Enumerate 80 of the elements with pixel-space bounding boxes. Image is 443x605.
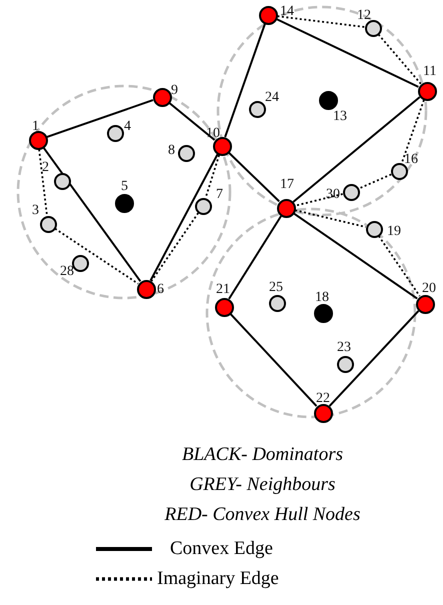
node-number: 19 (387, 225, 401, 239)
node-number: 14 (280, 5, 294, 19)
node-number: 21 (216, 283, 230, 297)
node-number: 5 (121, 180, 128, 194)
line (228, 152, 280, 202)
neighbour-node (72, 254, 88, 272)
line (168, 102, 216, 141)
dotted-line (38, 149, 48, 216)
line (150, 154, 218, 282)
dotted-line (54, 228, 139, 284)
neighbour-node (54, 172, 70, 190)
legend-note: GREY- Neighbours (190, 474, 336, 496)
node-number: 13 (333, 110, 347, 124)
neighbour-node (40, 216, 56, 232)
neighbour-node (268, 294, 286, 312)
node-number: 28 (60, 265, 74, 279)
neighbour-node (194, 198, 212, 214)
node-number: 2 (42, 161, 49, 175)
node-number: 24 (265, 91, 279, 105)
legend-text: Imaginary Edge (157, 568, 279, 590)
line (228, 216, 282, 300)
dotted-line (277, 15, 365, 28)
hull-node (212, 136, 232, 156)
dotted-line (378, 236, 420, 297)
node-number: 9 (171, 84, 178, 98)
hull-node (314, 404, 332, 422)
neighbour-node (178, 144, 194, 162)
node-number: 20 (422, 282, 436, 296)
hull-node (28, 130, 48, 150)
neighbour-node (364, 20, 382, 36)
hull-node (276, 198, 296, 218)
node-number: 22 (316, 392, 330, 406)
node-number: 12 (357, 9, 371, 23)
dominator-node (114, 194, 134, 212)
node-number: 6 (157, 283, 164, 297)
line (292, 96, 420, 203)
neighbour-node (248, 100, 266, 118)
hull-node (418, 82, 436, 100)
dotted-line (295, 209, 366, 228)
dotted-line (358, 174, 392, 190)
neighbour-node (390, 162, 408, 180)
hull-node (152, 88, 172, 106)
node-number: 7 (216, 188, 223, 202)
node-number: 3 (32, 204, 39, 218)
node-number: 4 (124, 120, 131, 134)
neighbour-node (106, 124, 124, 142)
hull-node (258, 6, 278, 24)
dotted-line (378, 34, 422, 84)
dominator-node (318, 90, 338, 110)
line (328, 310, 420, 407)
node-number: 16 (404, 153, 418, 167)
node-number: 10 (206, 127, 220, 141)
node-number: 23 (337, 341, 351, 355)
line (293, 212, 418, 300)
neighbour-node (366, 220, 382, 238)
node-number: 18 (315, 291, 329, 305)
hull-node (214, 298, 234, 316)
line (230, 313, 318, 407)
dotted-line (204, 154, 220, 198)
node-number: 11 (423, 65, 436, 79)
dotted-line (150, 212, 199, 282)
hull-node (416, 294, 434, 314)
dotted-line (294, 193, 343, 207)
dominator-node (314, 304, 332, 322)
line (42, 147, 142, 282)
node-number: 8 (168, 144, 175, 158)
hull-node (136, 280, 156, 298)
neighbour-node (342, 184, 360, 200)
line (46, 99, 154, 138)
node-number: 1 (32, 120, 39, 134)
neighbour-node (336, 356, 354, 372)
node-number: 30 (326, 188, 340, 202)
legend-text: Convex Edge (170, 538, 273, 560)
legend-note: RED- Convex Hull Nodes (164, 504, 360, 526)
line (224, 24, 266, 138)
dotted-line (400, 100, 425, 164)
node-number: 25 (269, 281, 283, 295)
node-number: 17 (280, 178, 294, 192)
legend-note: BLACK- Dominators (182, 444, 343, 466)
line (276, 18, 419, 88)
